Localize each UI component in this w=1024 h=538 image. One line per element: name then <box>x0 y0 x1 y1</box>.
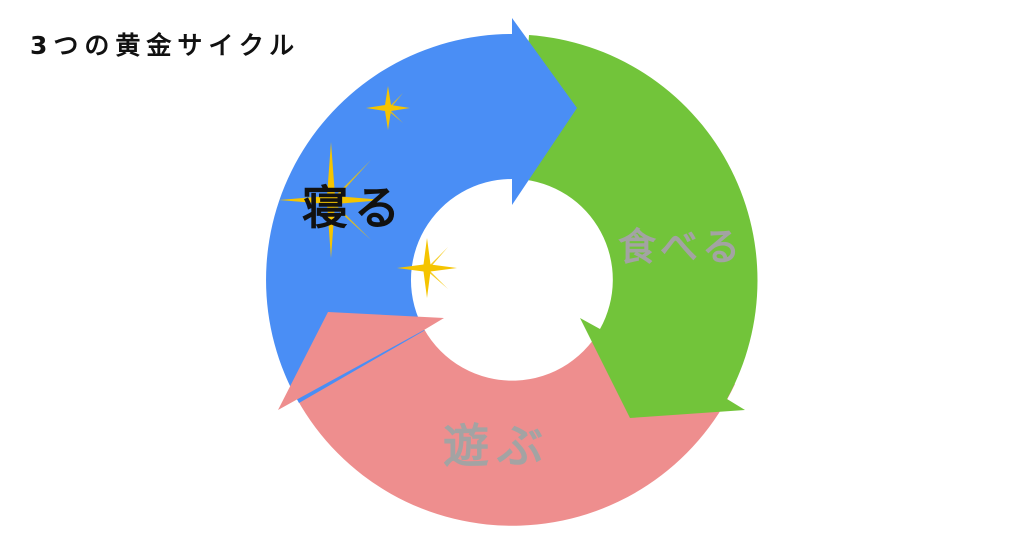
eat-arrow <box>519 35 758 418</box>
sparkle-icon <box>366 86 410 130</box>
sparkle-icon <box>279 142 383 258</box>
label-play: 遊ぶ <box>443 419 551 473</box>
label-sleep: 寝る <box>302 181 406 235</box>
sleep-arrow <box>266 18 577 403</box>
label-eat: 食べる <box>618 225 745 269</box>
sparkle-icon <box>397 238 457 298</box>
diagram-title: 3つの黄金サイクル <box>30 31 301 60</box>
play-arrow-head <box>278 312 444 410</box>
